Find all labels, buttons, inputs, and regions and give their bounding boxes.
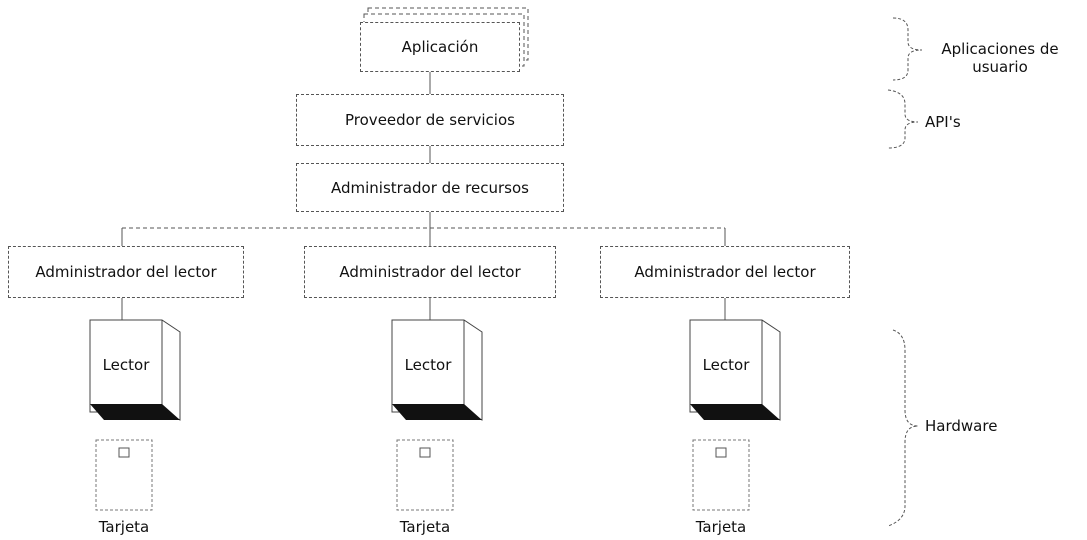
brace-user-apps (892, 17, 923, 81)
card-chip-icon (419, 447, 431, 458)
card-chip-icon (715, 447, 727, 458)
annotation-user-apps: Aplicaciones de usuario (941, 40, 1059, 76)
application-box: Aplicación (360, 22, 520, 72)
reader-label: Lector (102, 356, 150, 374)
smart-card-3 (692, 439, 750, 511)
application-label: Aplicación (401, 38, 479, 56)
resource-manager-box: Administrador de recursos (296, 163, 564, 212)
reader-manager-box-3: Administrador del lector (600, 246, 850, 298)
resource-manager-label: Administrador de recursos (331, 178, 529, 197)
reader-manager-label: Administrador del lector (35, 263, 217, 281)
service-provider-box: Proveedor de servicios (296, 94, 564, 146)
brace-hardware (887, 329, 919, 527)
card-chip-icon (118, 447, 130, 458)
reader-manager-box-2: Administrador del lector (304, 246, 556, 298)
reader-manager-label: Administrador del lector (339, 263, 521, 281)
reader-manager-label: Administrador del lector (634, 263, 816, 281)
card-label: Tarjeta (399, 518, 451, 536)
smart-card-2 (396, 439, 454, 511)
smart-card-1 (95, 439, 153, 511)
annotation-apis: API's (925, 113, 961, 131)
reader-device-2 (391, 319, 483, 421)
card-label: Tarjeta (695, 518, 747, 536)
card-label: Tarjeta (98, 518, 150, 536)
reader-label: Lector (702, 356, 750, 374)
annotation-hardware: Hardware (925, 417, 998, 435)
reader-device-3 (689, 319, 781, 421)
reader-device-1 (89, 319, 181, 421)
brace-apis (887, 89, 919, 149)
service-provider-label: Proveedor de servicios (345, 111, 515, 129)
reader-label: Lector (404, 356, 452, 374)
reader-manager-box-1: Administrador del lector (8, 246, 244, 298)
